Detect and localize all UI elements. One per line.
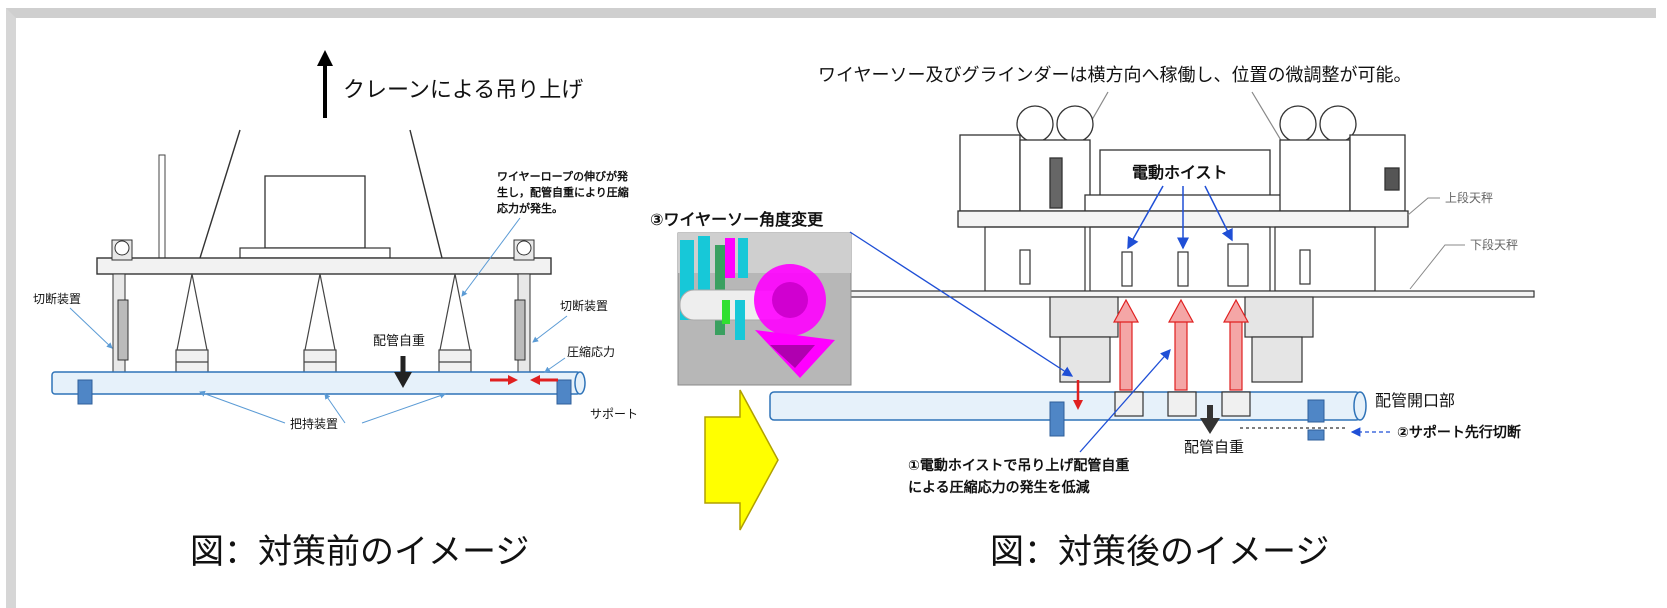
suspension-beam (96, 257, 552, 275)
cutter-label-left: 切断装置 (33, 291, 81, 306)
crane-lift-label: クレーンによる吊り上げ (343, 78, 583, 103)
top-note: ワイヤーソー及びグラインダーは横方向へ稼働し、位置の微調整が可能。 (818, 65, 1411, 86)
svg-text:応力が発生。: 応力が発生。 (497, 201, 563, 215)
support-block-right (556, 379, 572, 405)
cutter-machinery (959, 105, 1406, 212)
upper-beam-label: 上段天秤 (1445, 190, 1493, 205)
wire-rope-note: ワイヤーロープの伸びが発 生し，配管自重により圧縮 応力が発生。 (497, 169, 629, 215)
before-diagram: クレーンによる吊り上げ (33, 50, 638, 572)
pipe-opening-label: 配管開口部 (1375, 391, 1455, 410)
hoist-units (1019, 243, 1311, 287)
pipe-after (769, 391, 1361, 421)
pipe-before (51, 371, 581, 395)
compression-arrows (490, 375, 558, 385)
crane-wire-ropes (199, 129, 443, 259)
hoist-label: 電動ホイスト (1132, 163, 1228, 182)
support-cut-label: ②サポート先行切断 (1397, 424, 1521, 441)
svg-text:ワイヤーロープの伸びが発: ワイヤーロープの伸びが発 (497, 169, 629, 183)
support-block-left (77, 379, 93, 405)
svg-text:による圧縮応力の発生を低減: による圧縮応力の発生を低減 (908, 479, 1090, 496)
crane-up-arrow (317, 50, 333, 118)
lift-block (264, 175, 366, 249)
slide-frame (6, 8, 1656, 608)
caption-after: 図：対策後のイメージ (990, 532, 1329, 572)
svg-text:生し，配管自重により圧縮: 生し，配管自重により圧縮 (497, 185, 629, 199)
cutter-label-right: 切断装置 (560, 298, 608, 313)
cutter-device-right (513, 239, 535, 395)
support-after-left (1049, 401, 1065, 437)
lower-beam-label: 下段天秤 (1470, 237, 1518, 252)
svg-text:①電動ホイストで吊り上げ配管自重: ①電動ホイストで吊り上げ配管自重 (908, 457, 1129, 474)
caption-before: 図：対策前のイメージ (190, 532, 529, 572)
pipe-clamps (1114, 391, 1251, 417)
pipe-weight-arrow-before (394, 356, 412, 388)
pipe-weight-label-after: 配管自重 (1184, 438, 1244, 456)
hoist-lift-arrows (1112, 298, 1250, 391)
hoist-note: ①電動ホイストで吊り上げ配管自重 による圧縮応力の発生を低減 (908, 457, 1129, 496)
transition-arrow (704, 389, 779, 531)
pipe-weight-arrow-after (1200, 405, 1220, 434)
after-diagram: ワイヤーソー及びグラインダーは横方向へ稼働し、位置の微調整が可能。 (650, 65, 1535, 572)
pipe-weight-label-before: 配管自重 (373, 333, 425, 349)
support-after-right (1307, 399, 1325, 423)
wire-saw-photo (677, 232, 852, 386)
compression-label: 圧縮応力 (567, 344, 615, 359)
hoist-pointer-arrows (1127, 185, 1233, 250)
holder-label: 把持装置 (290, 416, 338, 431)
wire-angle-label: ③ワイヤーソー角度変更 (650, 210, 824, 229)
holder-devices (175, 273, 472, 393)
support-label: サポート (590, 407, 638, 421)
